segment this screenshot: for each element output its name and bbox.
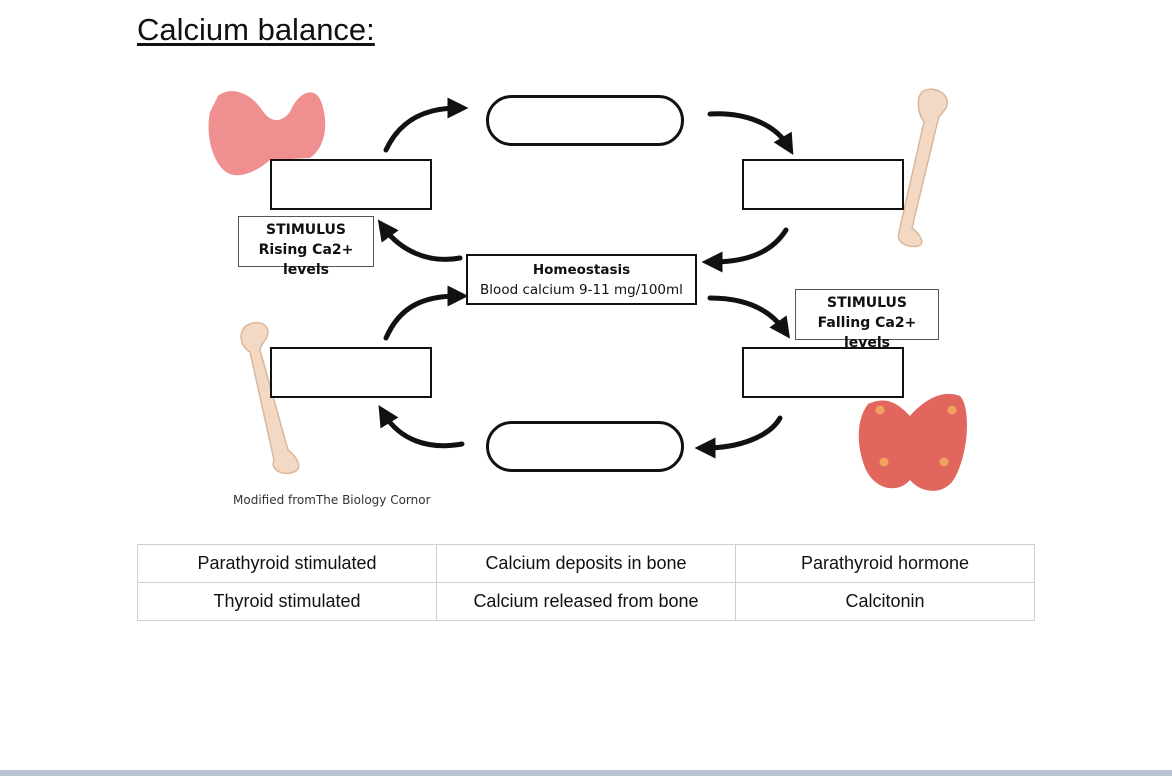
stimulus-rising-text: Rising Ca2+ levels xyxy=(258,242,354,278)
table-cell: Calcium deposits in bone xyxy=(436,544,736,583)
arrow-bottomright-to-pill xyxy=(694,415,783,459)
stimulus-falling-box: STIMULUS Falling Ca2+ levels xyxy=(795,289,939,351)
answer-box-bottom-right[interactable] xyxy=(742,347,904,398)
answer-box-top-right[interactable] xyxy=(742,159,904,210)
homeostasis-text: Blood calcium 9-11 mg/100ml xyxy=(480,282,683,298)
arrow-bottomleft-up xyxy=(383,285,469,341)
answer-pill-bottom[interactable] xyxy=(486,421,684,472)
table-row: Thyroid stimulated Calcium released from… xyxy=(137,582,1035,621)
arrow-topleft-up xyxy=(383,97,469,153)
table-row: Parathyroid stimulated Calcium deposits … xyxy=(137,544,1035,583)
bone-illustration-left xyxy=(240,321,300,474)
answer-pill-top[interactable] xyxy=(486,95,684,146)
thyroid-gland-illustration xyxy=(208,91,326,176)
homeostasis-box: Homeostasis Blood calcium 9-11 mg/100ml xyxy=(466,254,697,305)
table-cell: Thyroid stimulated xyxy=(137,582,437,621)
arrow-pill-to-bottomleft xyxy=(378,405,465,449)
page-title: Calcium balance: xyxy=(137,12,375,47)
stimulus-falling-heading: STIMULUS xyxy=(826,295,907,311)
stimulus-falling-text: Falling Ca2+ levels xyxy=(817,315,917,351)
answer-box-top-left[interactable] xyxy=(270,159,432,210)
arrow-top-right xyxy=(707,111,794,156)
terms-table: Parathyroid stimulated Calcium deposits … xyxy=(137,544,1035,621)
page-bottom-rule xyxy=(0,770,1172,776)
parathyroid-gland-illustration xyxy=(858,393,967,491)
table-cell: Parathyroid stimulated xyxy=(137,544,437,583)
calcium-balance-diagram: STIMULUS Rising Ca2+ levels STIMULUS Fal… xyxy=(208,88,967,507)
table-cell: Parathyroid hormone xyxy=(735,544,1035,583)
table-cell: Calcitonin xyxy=(735,582,1035,621)
diagram-graphics xyxy=(208,88,967,491)
source-credit: Modified fromThe Biology Cornor xyxy=(233,493,431,507)
flow-arrows xyxy=(377,97,794,459)
answer-box-bottom-left[interactable] xyxy=(270,347,432,398)
stimulus-rising-box: STIMULUS Rising Ca2+ levels xyxy=(238,216,374,278)
bone-illustration-right xyxy=(897,88,949,248)
homeostasis-heading: Homeostasis xyxy=(532,262,631,278)
arrow-homeostasis-to-stimulus xyxy=(377,219,463,262)
arrow-homeostasis-to-falling xyxy=(707,295,791,339)
table-cell: Calcium released from bone xyxy=(436,582,736,621)
arrow-right-to-homeostasis xyxy=(701,227,789,273)
stimulus-rising-heading: STIMULUS xyxy=(265,222,346,238)
